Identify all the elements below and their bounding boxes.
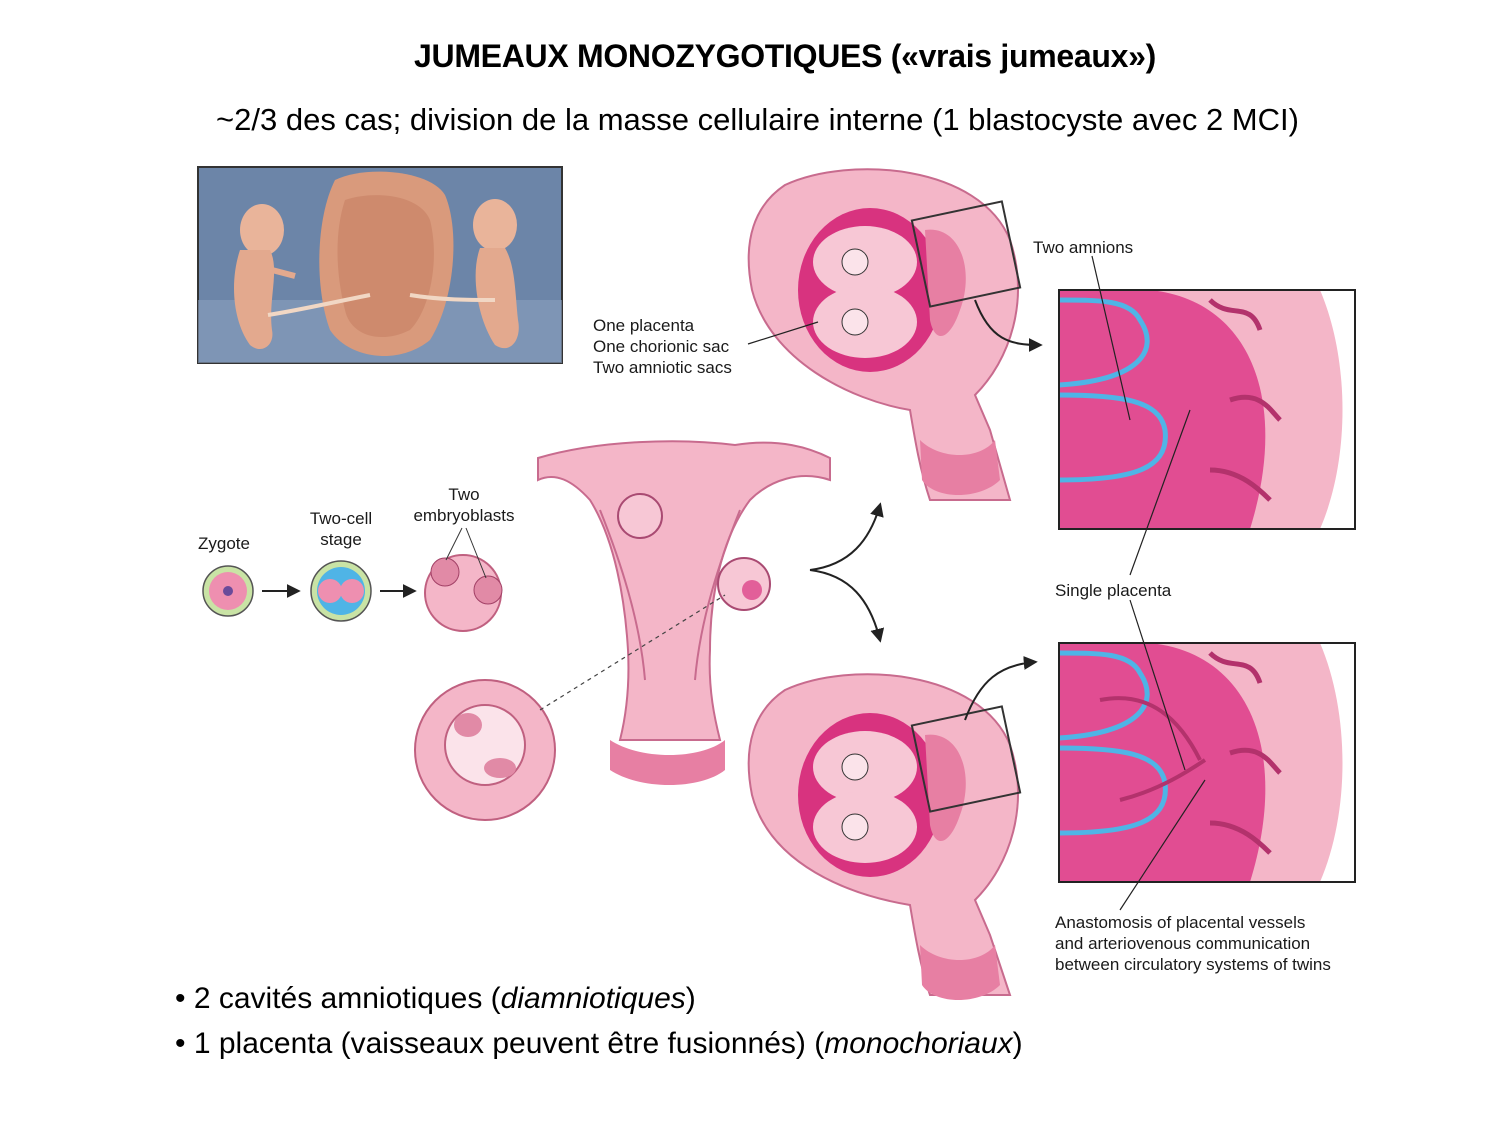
anastomosis-leader <box>1119 779 1206 911</box>
two-embryoblasts-label: Two embryoblasts <box>413 485 515 525</box>
summary-bullets: • 2 cavités amniotiques (diamniotiques) … <box>175 976 1023 1066</box>
bullet-amniotic: • 2 cavités amniotiques (diamniotiques) <box>175 982 696 1015</box>
single-placenta-leader-top <box>1129 409 1191 576</box>
arrow-to-top-detail <box>974 299 1043 352</box>
placenta-description-label: One placenta One chorionic sac Two amnio… <box>593 316 732 377</box>
top-pregnant-uterus <box>747 168 1022 501</box>
arrow-to-bottom-detail <box>964 655 1038 721</box>
blastocyst-two-embryoblasts <box>424 527 503 632</box>
arrow-to-bottom-uterus <box>809 569 885 643</box>
two-cell-stage-label: Two-cell stage <box>309 509 373 549</box>
twins-photo <box>197 166 563 364</box>
single-placenta-label: Single placenta <box>1055 581 1172 600</box>
bullet-placenta: • 1 placenta (vaisseaux peuvent être fus… <box>175 1027 1023 1060</box>
zygote-cell <box>202 565 254 617</box>
two-amnions-leader <box>1091 255 1131 421</box>
implanting-blastocyst-enlarged <box>414 679 556 821</box>
page-subtitle: ~2/3 des cas; division de la masse cellu… <box>216 102 1299 137</box>
one-placenta-leader <box>747 321 819 345</box>
anastomosis-label: Anastomosis of placental vessels and art… <box>1055 913 1331 974</box>
bottom-placenta-detail <box>1058 642 1356 883</box>
page-title: JUMEAUX MONOZYGOTIQUES («vrais jumeaux») <box>414 38 1156 74</box>
arrow-to-top-uterus <box>809 502 884 571</box>
bottom-pregnant-uterus <box>747 673 1022 1000</box>
top-placenta-detail <box>1058 289 1356 530</box>
two-cell-stage <box>310 560 372 622</box>
two-amnions-label: Two amnions <box>1033 238 1134 257</box>
zygote-label: Zygote <box>198 534 250 553</box>
uterus <box>537 440 831 785</box>
single-placenta-leader-bottom <box>1129 599 1186 771</box>
